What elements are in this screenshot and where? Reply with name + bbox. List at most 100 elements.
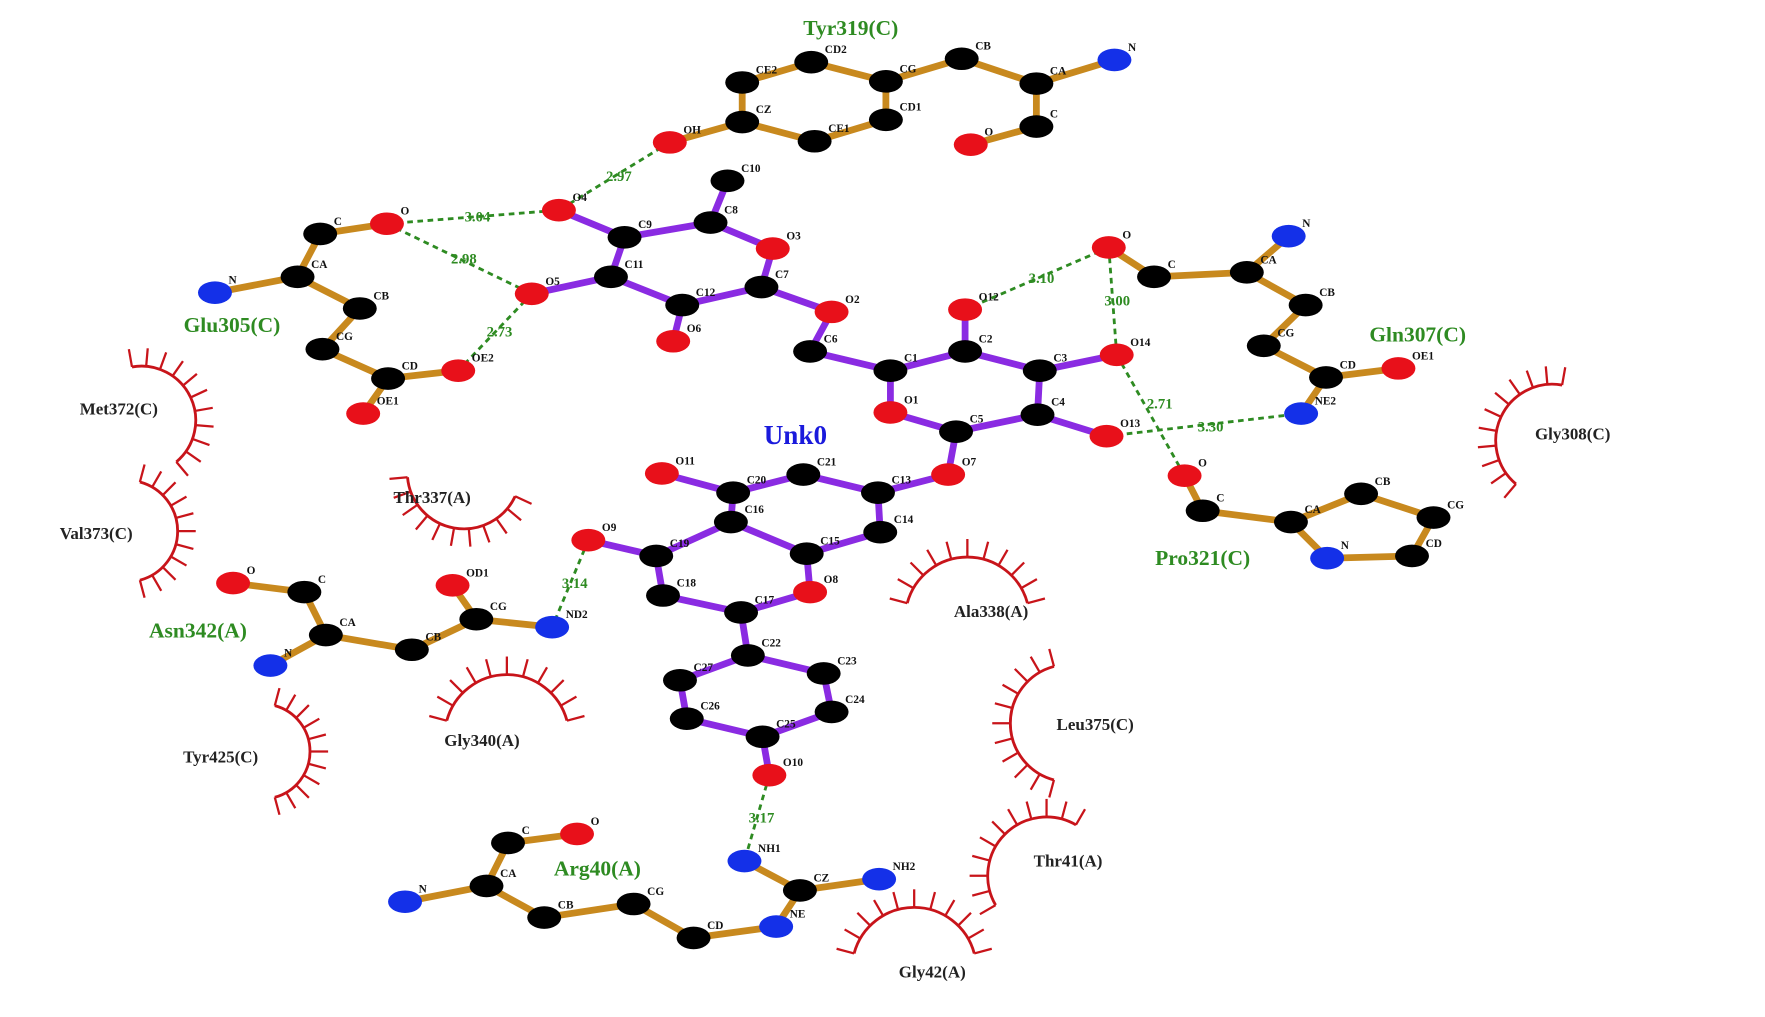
atom-label: CD1: [899, 102, 921, 114]
atom-label: C6: [824, 333, 838, 345]
atom-label: C18: [677, 577, 697, 589]
hydrophobic-spoke: [170, 555, 188, 567]
atom-label: CA: [1050, 66, 1067, 78]
hydrophobic-spoke: [161, 566, 177, 581]
hydrophobic-spoke: [889, 597, 908, 605]
atom-c6: [793, 340, 828, 363]
hydrophobic-spoke: [994, 702, 1013, 710]
atom-label: C25: [776, 719, 796, 731]
hydrogen-bonds: 2.973.042.982.733.103.002.713.303.143.17: [386, 141, 1302, 862]
atom-c: [287, 580, 322, 604]
hydrophobic-spoke: [1013, 668, 1029, 683]
ligand-name: Unk0: [764, 420, 827, 450]
atom-c7: [744, 275, 779, 299]
atom-label: CG: [899, 63, 916, 75]
atom-c3: [1022, 359, 1057, 382]
atom-c: [1185, 499, 1220, 523]
hydrophobic-spoke: [1477, 444, 1497, 449]
atom-label: C5: [970, 414, 984, 426]
atom-nh1: [727, 849, 762, 873]
atom-o13: [1089, 424, 1124, 448]
atom-label: C26: [700, 701, 720, 713]
hydrophobic-spoke: [182, 373, 198, 387]
atom-ca: [1229, 261, 1264, 284]
hydrophobic-spoke: [1001, 683, 1019, 695]
atom-label: OH: [683, 124, 701, 136]
atom-ca: [1019, 72, 1054, 95]
atom-label: OD1: [466, 567, 489, 579]
hydrophobic-spoke: [844, 928, 861, 940]
atom-label: CB: [1319, 287, 1335, 299]
atom-nh2: [862, 867, 897, 891]
hydrophobic-residue-label: Met372(C): [80, 400, 158, 419]
hydrophobic-spoke: [495, 517, 508, 535]
atom-c2: [948, 340, 983, 363]
hydrophobic-spoke: [415, 514, 429, 531]
atom-label: O10: [783, 757, 803, 769]
hydrophobic-spoke: [897, 578, 915, 590]
atom-o10: [752, 763, 787, 787]
atom-c8: [693, 211, 728, 234]
atom-cb: [342, 297, 377, 320]
hydrophobic-spoke: [138, 579, 146, 598]
hydrophobic-spoke: [484, 658, 492, 678]
atom-label: C16: [744, 504, 764, 516]
atom-label: O7: [962, 457, 977, 469]
hydrophobic-spoke: [944, 899, 956, 917]
hydrophobic-spoke: [303, 774, 320, 786]
hydrophobic-spoke: [967, 928, 985, 940]
hydrophobic-spoke: [909, 561, 925, 577]
atom-label: C11: [625, 259, 644, 271]
atom-c12: [665, 293, 700, 317]
atom-ca: [308, 623, 343, 647]
hydrophobic-spoke: [1481, 458, 1500, 468]
hydrophobic-spoke: [393, 490, 412, 499]
hydrophobic-spoke: [295, 784, 310, 799]
hydrophobic-spoke: [1508, 378, 1521, 396]
atom-label: NE2: [1315, 396, 1337, 408]
hydrophobic-spoke: [465, 666, 477, 684]
hydrophobic-arc: [139, 480, 179, 582]
hydrophobic-spoke: [151, 470, 163, 488]
hydrophobic-residue-label: Ala338(A): [954, 602, 1028, 621]
atom-label: C7: [775, 269, 789, 281]
hbond-distance: 2.97: [606, 169, 632, 185]
hydrophobic-residue-label: Gly42(A): [899, 962, 966, 981]
atom-label: CD: [402, 361, 418, 373]
hydrophobic-arc: [986, 815, 1077, 906]
hbond-distance: 3.04: [465, 209, 491, 225]
atom-label: O: [1198, 458, 1207, 470]
atom-label: O8: [824, 574, 839, 586]
atom-o12: [948, 298, 983, 321]
atom-cg: [1416, 506, 1451, 529]
atom-label: N: [1341, 540, 1350, 552]
atom-c10: [710, 169, 745, 193]
atom-label: O13: [1120, 418, 1140, 430]
atom-label: CB: [975, 41, 991, 53]
hydrophobic-spoke: [1525, 370, 1535, 388]
atom-label: CG: [336, 331, 353, 343]
hydrophobic-spoke: [929, 891, 937, 910]
hydrophobic-spoke: [273, 797, 281, 816]
atom-c: [491, 831, 525, 855]
hydrophobic-spoke: [856, 912, 871, 927]
hbond-line: [1115, 354, 1186, 477]
atom-cd: [1309, 366, 1343, 389]
atom-c21: [786, 463, 821, 486]
hydrophobic-spoke: [973, 947, 993, 955]
atom-o8: [793, 580, 828, 604]
hydrophobic-arc: [852, 906, 976, 954]
hydrophobic-spoke: [285, 694, 297, 711]
atom-c16: [713, 510, 748, 534]
atom-o5: [514, 282, 549, 306]
atom-label: O3: [786, 231, 801, 243]
atom-c20: [716, 481, 751, 504]
atom-label: N: [284, 648, 293, 660]
atom-label: O: [1122, 229, 1131, 241]
hydrophobic-spoke: [957, 912, 972, 927]
atom-nd2: [535, 615, 570, 639]
atom-o: [953, 133, 988, 156]
atom-n: [388, 890, 423, 914]
atom-label: C: [522, 825, 530, 837]
